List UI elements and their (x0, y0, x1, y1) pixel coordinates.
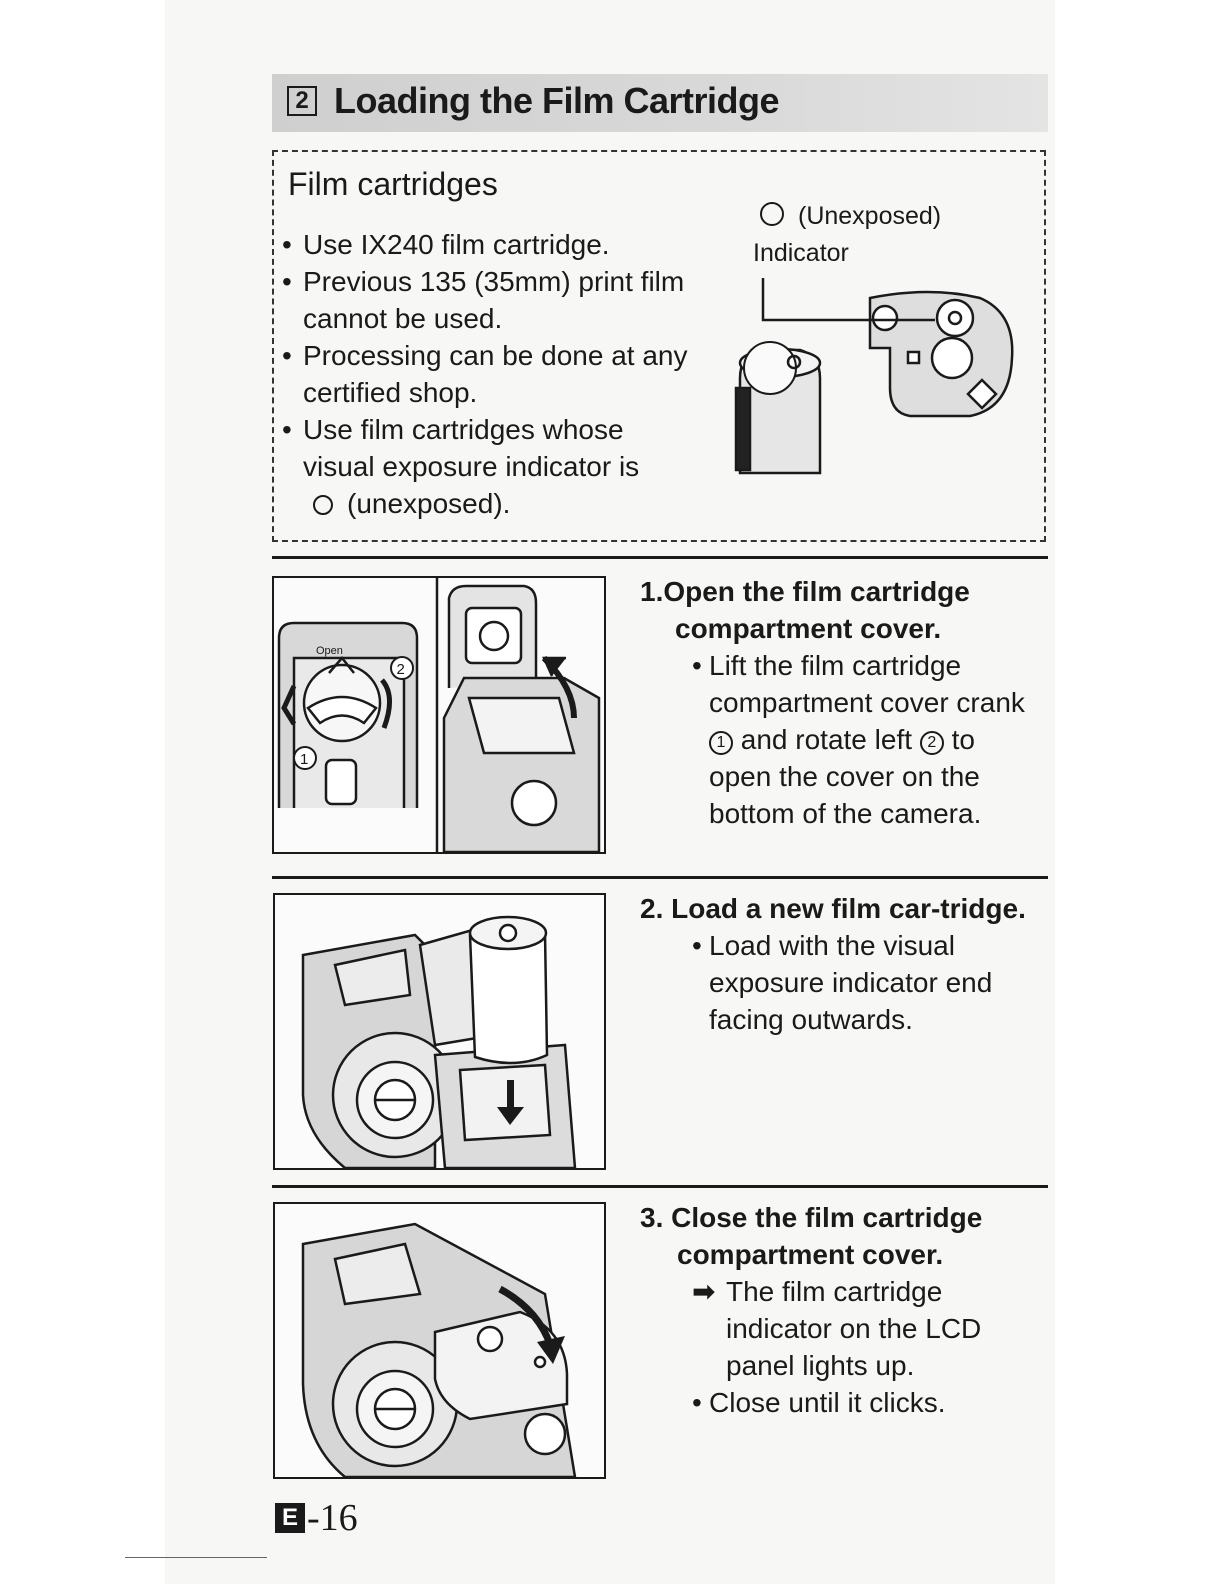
step-1-title: 1.Open the film cartridge compartment co… (640, 576, 970, 644)
close-cover-illustration (301, 1222, 577, 1477)
callout-two-label: 2 (397, 661, 405, 678)
cartridge-cover-icon (433, 1310, 569, 1421)
list-item: • Processing can be done at any certified… (282, 337, 692, 411)
result-arrow-icon: ➡ (692, 1276, 716, 1307)
bullet: • (692, 930, 702, 961)
unexposed-circle-icon (760, 202, 784, 226)
list-item: ➡ The film cartridge indicator on the LCD… (692, 1273, 1040, 1384)
step-1-text-b: and rotate left (740, 724, 913, 755)
list-item: • Use IX240 film cartridge. (282, 226, 692, 263)
indicator-label: Indicator (753, 239, 849, 267)
cover-crank-icon (277, 621, 419, 808)
film-cartridge-illustration (734, 278, 1014, 475)
bottom-link-underline (125, 1557, 267, 1558)
bullet: • (282, 229, 292, 260)
step-1-figure: Open 2 1 (272, 576, 606, 854)
curved-arrow-icon (498, 1285, 565, 1364)
callout-two-icon (390, 656, 414, 680)
list-item-text: Previous 135 (35mm) print film cannot be… (303, 266, 685, 334)
open-cover-camera-icon (442, 584, 601, 852)
list-item-text: Use IX240 film cartridge. (303, 229, 610, 260)
page-number: -16 (307, 1497, 358, 1539)
film-cartridge-icon (468, 915, 549, 1065)
cartridge-top-closeup-icon (868, 290, 1014, 418)
step-3-figure (273, 1202, 606, 1479)
section-divider (272, 876, 1048, 879)
step-3-text: 3. Close the film cartridge compartment … (640, 1199, 1040, 1421)
list-item: •Lift the film cartridge compartment cov… (692, 647, 1040, 832)
step-3-result-text: The film cartridge indicator on the LCD … (726, 1276, 982, 1381)
step-2-title: 2. Load a new film car-tridge. (640, 893, 1026, 924)
title-bar (272, 74, 1048, 132)
step-1-text-a: Lift the film cartridge compartment cove… (709, 650, 1025, 718)
film-cartridges-box (272, 150, 1046, 542)
list-item: • Previous 135 (35mm) print film cannot b… (282, 263, 692, 337)
step-3-body-text: Close until it clicks. (709, 1387, 946, 1418)
language-badge: E (275, 1503, 305, 1533)
list-item-text: Processing can be done at any certified … (303, 340, 688, 408)
list-item: •Load with the visual exposure indicator… (692, 927, 1040, 1038)
bullet: • (692, 650, 702, 681)
step-2-body-text: Load with the visual exposure indicator … (709, 930, 993, 1035)
cartridge-body-icon (734, 341, 822, 475)
indicator-leader-line (761, 278, 935, 322)
callout-two-icon: 2 (919, 731, 944, 755)
film-cartridges-list: • Use IX240 film cartridge. • Previous 135… (282, 226, 692, 522)
section-divider (272, 1185, 1048, 1188)
step-1-text-c: to open the cover on the bottom of the c… (709, 724, 982, 829)
list-item: • Use film cartridges whose visual exposu… (282, 411, 692, 522)
camera-body-icon (301, 923, 577, 1168)
list-item: •Close until it clicks. (692, 1384, 1040, 1421)
step-1-text: 1.Open the film cartridge compartment co… (640, 573, 1040, 832)
bullet: • (282, 340, 292, 371)
callout-one-label: 1 (300, 751, 308, 768)
down-arrow-icon (497, 1080, 524, 1125)
step-3-title: 3. Close the film cartridge compartment … (640, 1202, 983, 1270)
step-2-text: 2. Load a new film car-tridge. •Load wit… (640, 890, 1040, 1038)
unexposed-caption: (Unexposed) (760, 202, 941, 231)
page-title: Loading the Film Cartridge (334, 80, 780, 121)
step-2-figure (273, 893, 606, 1170)
open-label: Open (316, 645, 343, 657)
callout-one-icon (293, 746, 317, 770)
open-cover-illustration: Open 2 1 (277, 578, 601, 852)
list-item-text: Use film cartridges whose visual exposur… (303, 414, 640, 482)
unexposed-circle-icon (313, 495, 333, 515)
film-cartridges-heading: Film cartridges (288, 166, 498, 202)
unexposed-label: (Unexposed) (798, 202, 942, 230)
list-item-tail: (unexposed). (347, 488, 511, 519)
callout-one-icon: 1 (709, 731, 733, 755)
load-cartridge-illustration (301, 915, 577, 1168)
bullet: • (692, 1387, 702, 1418)
bullet: • (282, 414, 292, 445)
bullet: • (282, 266, 292, 297)
section-number-box: 2 (287, 86, 317, 116)
section-divider (272, 556, 1048, 559)
